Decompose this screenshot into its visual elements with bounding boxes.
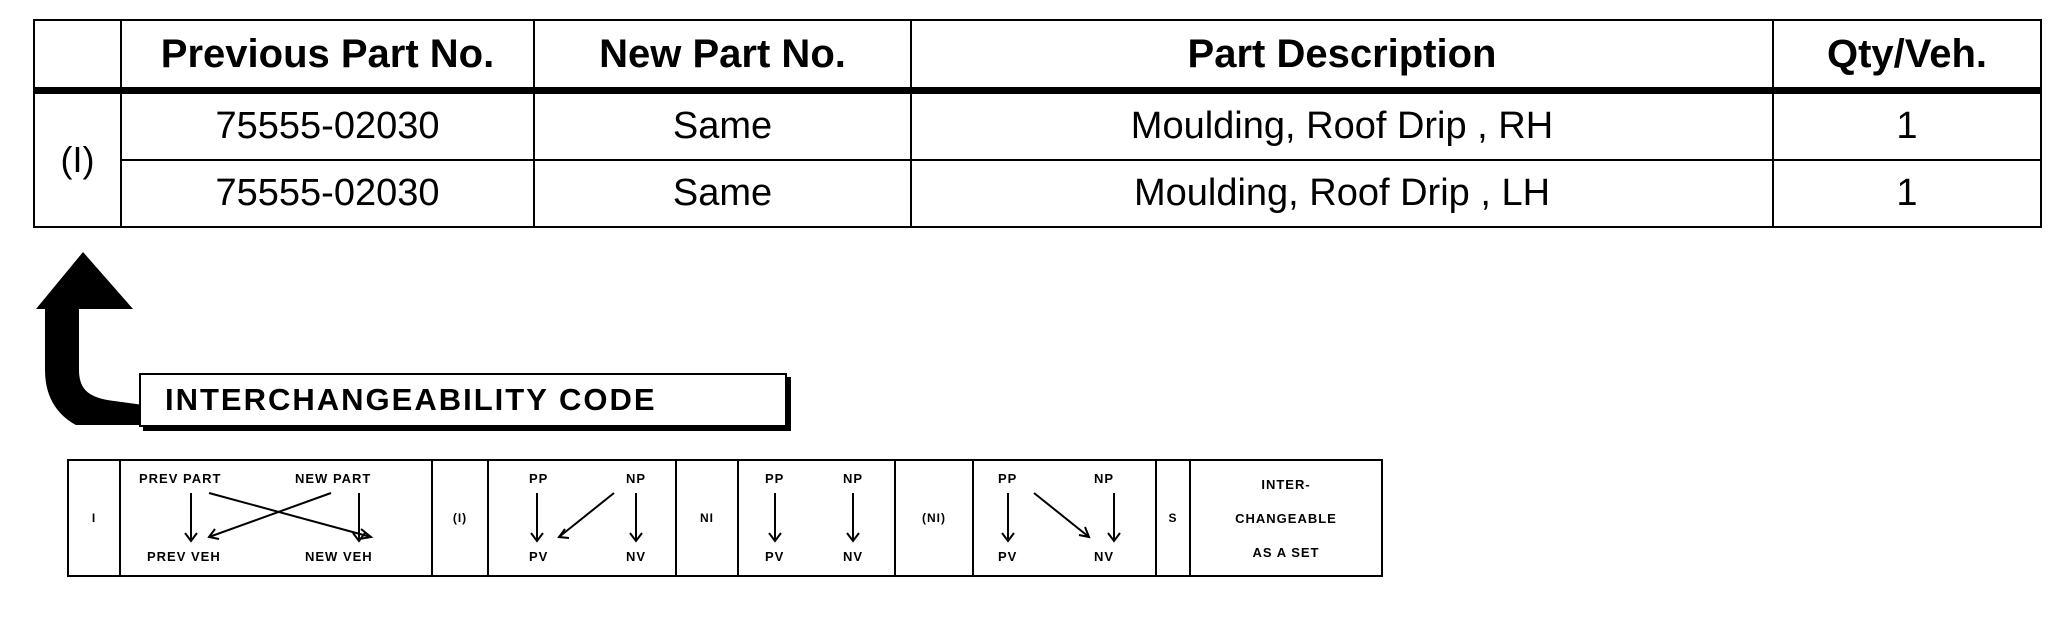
legend-code-paren-i: (I) bbox=[433, 461, 489, 575]
legend-label: PREV PART bbox=[139, 471, 222, 486]
part-description-cell: Moulding, Roof Drip , RH bbox=[910, 89, 1774, 161]
header-previous-part-no: Previous Part No. bbox=[120, 19, 535, 94]
legend-label: NV bbox=[843, 549, 864, 564]
arrows-icon bbox=[530, 492, 643, 543]
interchangeability-code-cell: (I) bbox=[33, 89, 122, 228]
header-new-part-no: New Part No. bbox=[533, 19, 912, 94]
header-code bbox=[33, 19, 122, 94]
legend-code-s: S bbox=[1157, 461, 1191, 575]
table-row: 75555-02030 Same Moulding, Roof Drip , L… bbox=[34, 159, 2042, 228]
legend-label: PV bbox=[998, 549, 1018, 564]
interchangeability-legend: I PREV PART NEW PART PREV VEH NEW VEH (I… bbox=[67, 459, 1383, 577]
new-part-no-cell: Same bbox=[533, 89, 912, 161]
legend-label: PREV VEH bbox=[147, 549, 221, 564]
legend-label: INTER- bbox=[1261, 476, 1311, 492]
table-header-row: Previous Part No. New Part No. Part Desc… bbox=[33, 19, 2042, 94]
legend-label: PP bbox=[998, 471, 1018, 486]
legend-label: AS A SET bbox=[1252, 544, 1320, 560]
legend-label: PV bbox=[529, 549, 549, 564]
legend-label: PP bbox=[529, 471, 549, 486]
part-description-cell: Moulding, Roof Drip , LH bbox=[910, 159, 1774, 228]
legend-label: NP bbox=[843, 471, 864, 486]
legend-label: NEW VEH bbox=[305, 549, 373, 564]
legend-label: NEW PART bbox=[295, 471, 372, 486]
legend-description-s: INTER- CHANGEABLE AS A SET bbox=[1191, 461, 1381, 575]
new-part-no-cell: Same bbox=[533, 159, 912, 228]
arrows-icon bbox=[768, 493, 860, 543]
legend-label: NP bbox=[626, 471, 647, 486]
previous-part-no-cell: 75555-02030 bbox=[120, 89, 535, 161]
interchangeability-code-label: INTERCHANGEABILITY CODE bbox=[139, 373, 787, 427]
legend-code-i: I bbox=[69, 461, 121, 575]
previous-part-no-cell: 75555-02030 bbox=[120, 159, 535, 228]
legend-code-paren-ni: (NI) bbox=[896, 461, 974, 575]
legend-diagram-paren-ni: PP NP PV NV bbox=[974, 461, 1157, 575]
legend-label: NP bbox=[1094, 471, 1115, 486]
legend-label: PP bbox=[765, 471, 785, 486]
legend-label: CHANGEABLE bbox=[1235, 510, 1337, 526]
qty-veh-cell: 1 bbox=[1772, 159, 2042, 228]
legend-label: NV bbox=[1094, 549, 1115, 564]
header-qty-veh: Qty/Veh. bbox=[1772, 19, 2042, 94]
legend-label: NV bbox=[626, 549, 647, 564]
arrows-icon bbox=[1001, 492, 1121, 543]
legend-diagram-i: PREV PART NEW PART PREV VEH NEW VEH bbox=[121, 461, 433, 575]
legend-label: PV bbox=[765, 549, 785, 564]
qty-veh-cell: 1 bbox=[1772, 89, 2042, 161]
parts-table: Previous Part No. New Part No. Part Desc… bbox=[33, 19, 2042, 228]
header-part-description: Part Description bbox=[910, 19, 1774, 94]
legend-code-ni: NI bbox=[677, 461, 739, 575]
legend-diagram-ni: PP NP PV NV bbox=[739, 461, 896, 575]
up-arrow-icon bbox=[36, 252, 145, 425]
cross-arrows-icon bbox=[184, 492, 374, 543]
table-row: (I) 75555-02030 Same Moulding, Roof Drip… bbox=[33, 89, 2042, 228]
legend-diagram-paren-i: PP NP PV NV bbox=[489, 461, 677, 575]
